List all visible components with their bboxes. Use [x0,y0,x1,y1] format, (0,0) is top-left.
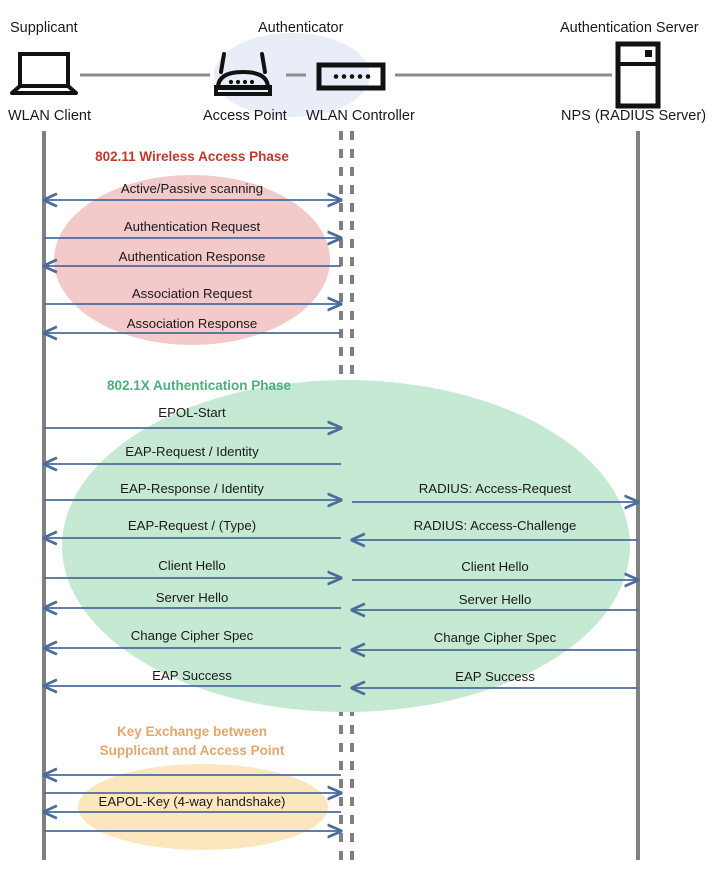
role-title-authentication-server: Authentication Server [560,20,699,36]
msg-label-eap-success-right: EAP Success [455,669,535,684]
phase-ellipse-key-exchange [78,764,328,850]
arrow-group-802-1x [44,428,638,688]
msg-label-server-hello-right: Server Hello [458,592,532,607]
msg-label-change-cipher-spec-right: Change Cipher Spec [433,630,557,645]
laptop-icon [10,52,78,95]
access-point-icon [214,52,272,96]
wlan-controller-icon [316,62,386,91]
msg-label-association-response: Association Response [126,316,258,331]
msg-label-eap-response-identity: EAP-Response / Identity [120,481,264,496]
phase-label-key-exchange-line2: Supplicant and Access Point [99,743,285,758]
role-title-supplicant: Supplicant [10,20,78,36]
msg-label-eap-success-left: EAP Success [152,668,232,683]
msg-label-association-request: Association Request [131,286,253,301]
msg-label-eap-request-identity: EAP-Request / Identity [125,444,259,459]
server-icon [615,41,661,109]
msg-label-client-hello-right: Client Hello [461,559,529,574]
phase-label-802-11: 802.11 Wireless Access Phase [95,149,289,164]
arrow-group-key-exchange [44,775,341,831]
phase-label-key-exchange-line1: Key Exchange between [116,724,268,739]
msg-label-epol-start: EPOL-Start [158,405,226,420]
msg-label-active-passive-scanning: Active/Passive scanning [120,181,264,196]
msg-label-radius-access-challenge: RADIUS: Access-Challenge [413,518,577,533]
msg-label-client-hello-left: Client Hello [158,558,226,573]
msg-label-authentication-response: Authentication Response [118,249,266,264]
device-caption-wlan-controller: WLAN Controller [306,108,415,124]
msg-label-server-hello-left: Server Hello [155,590,229,605]
device-caption-access-point: Access Point [203,108,287,124]
device-caption-wlan-client: WLAN Client [8,108,91,124]
msg-label-authentication-request: Authentication Request [123,219,261,234]
role-title-authenticator: Authenticator [258,20,344,36]
phase-label-key-exchange: Key Exchange between Supplicant and Acce… [52,722,332,760]
phase-ellipse-802-1x [62,380,630,712]
arrow-group-802-11 [44,200,341,333]
phase-label-802-1x: 802.1X Authentication Phase [106,378,292,393]
device-caption-nps-radius-server: NPS (RADIUS Server) [561,108,707,124]
msg-label-eapol-key-handshake: EAPOL-Key (4-way handshake) [98,794,286,809]
msg-label-eap-request-type: EAP-Request / (Type) [127,518,257,533]
msg-label-change-cipher-spec-left: Change Cipher Spec [130,628,254,643]
msg-label-radius-access-request: RADIUS: Access-Request [418,481,572,496]
phase-ellipse-802-11 [54,175,330,345]
